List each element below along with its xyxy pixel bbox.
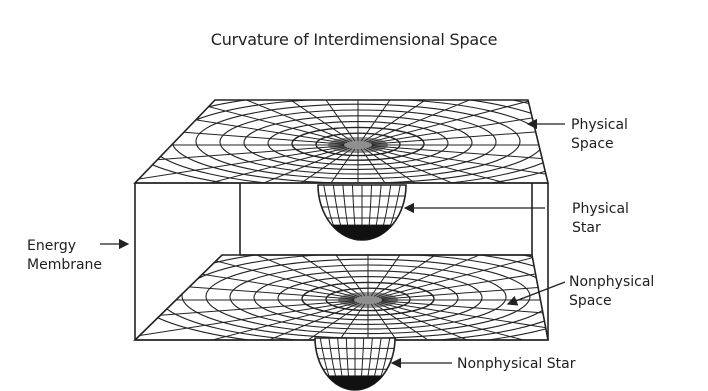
top-plane-radial: [371, 145, 548, 170]
bottom-plane-radial: [381, 300, 548, 325]
bottom-plane-radial: [155, 302, 360, 340]
top-plane-radial: [368, 100, 548, 143]
top-plane-radial: [363, 100, 506, 142]
top-plane-radial: [145, 147, 350, 183]
label-nonphysical-space: Nonphysical Space: [569, 274, 655, 309]
top-plane-radial: [210, 100, 353, 142]
label-arrows: [100, 118, 566, 369]
bottom-plane-radial: [135, 302, 358, 340]
bottom-plane-radial: [378, 302, 548, 340]
bottom-plane-radial: [291, 303, 366, 340]
top-plane-radial: [366, 147, 548, 183]
top-plane-radial: [135, 100, 348, 143]
bottom-plane-radial: [376, 302, 548, 340]
bottom-plane-radial: [220, 255, 363, 297]
top-plane-radial: [135, 145, 345, 170]
top-plane-radial: [360, 100, 435, 142]
bottom-plane-radial: [380, 301, 548, 340]
bottom-plane-radial: [135, 301, 356, 340]
label-arrow: [506, 281, 566, 306]
top-plane-radial: [370, 100, 548, 144]
top-plane-throat: [328, 137, 388, 153]
bottom-plane-throat: [338, 292, 398, 308]
label-energy-membrane: Energy Membrane: [27, 238, 103, 273]
bottom-plane-radial: [291, 255, 366, 297]
bottom-star-shadow: [315, 375, 395, 390]
top-plane-radial: [135, 146, 346, 183]
energy-membrane-box: [134, 182, 549, 341]
diagram-title: Curvature of Interdimensional Space: [210, 30, 498, 49]
bottom-plane-radial: [373, 255, 516, 297]
physical-star-sphere: [317, 184, 407, 241]
bottom-plane-radial: [370, 303, 445, 340]
top-plane-radial: [135, 100, 346, 144]
top-plane-radial: [371, 120, 548, 145]
bottom-plane-radial: [380, 255, 548, 299]
top-plane-radial: [363, 148, 506, 183]
bottom-plane-radial: [135, 300, 355, 325]
bottom-plane-radial: [378, 255, 548, 298]
bottom-plane-radial: [370, 255, 445, 297]
bottom-plane-radial: [135, 255, 358, 298]
top-plane-radial: [370, 146, 548, 183]
nonphysical-star-sphere: [314, 337, 396, 391]
top-plane-radial: [135, 147, 348, 183]
bottom-plane-radial: [135, 275, 355, 300]
top-plane-radial: [360, 148, 435, 183]
label-nonphysical-star: Nonphysical Star: [457, 356, 576, 372]
label-physical-space: Physical Space: [571, 117, 628, 152]
top-plane-radial: [135, 120, 345, 145]
top-plane-radial: [368, 147, 548, 183]
bottom-plane-radial: [373, 303, 516, 340]
top-star-shadow: [318, 224, 406, 240]
bottom-plane-radial: [135, 255, 356, 299]
top-plane-radial: [210, 148, 353, 183]
top-plane-radial: [281, 148, 356, 183]
bottom-plane-radial: [220, 303, 363, 340]
label-physical-star: Physical Star: [572, 201, 629, 236]
top-plane-radial: [281, 100, 356, 142]
